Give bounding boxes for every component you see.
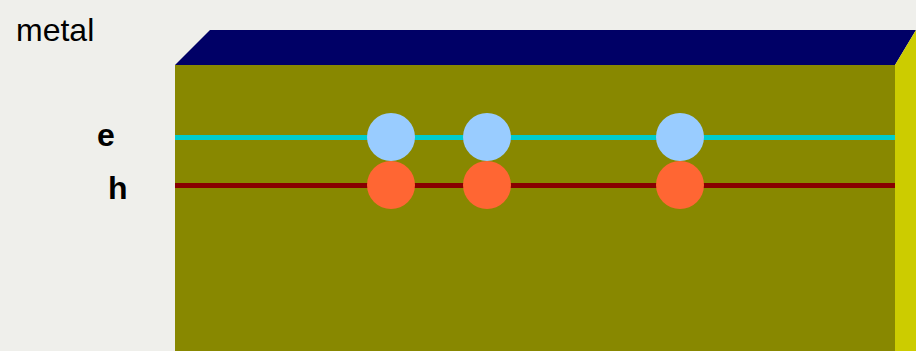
slab-side-face — [895, 30, 916, 351]
electron-dot — [367, 113, 415, 161]
hole-label: h — [108, 172, 128, 204]
material-label: metal — [16, 14, 94, 46]
hole-level-line — [175, 183, 895, 188]
electron-level-line — [175, 135, 895, 140]
hole-dot — [656, 161, 704, 209]
slab-front-face — [175, 65, 895, 351]
slab-top-face — [175, 30, 916, 65]
electron-dot — [656, 113, 704, 161]
electron-dot — [463, 113, 511, 161]
hole-dot — [367, 161, 415, 209]
hole-dot — [463, 161, 511, 209]
electron-label: e — [97, 119, 115, 151]
